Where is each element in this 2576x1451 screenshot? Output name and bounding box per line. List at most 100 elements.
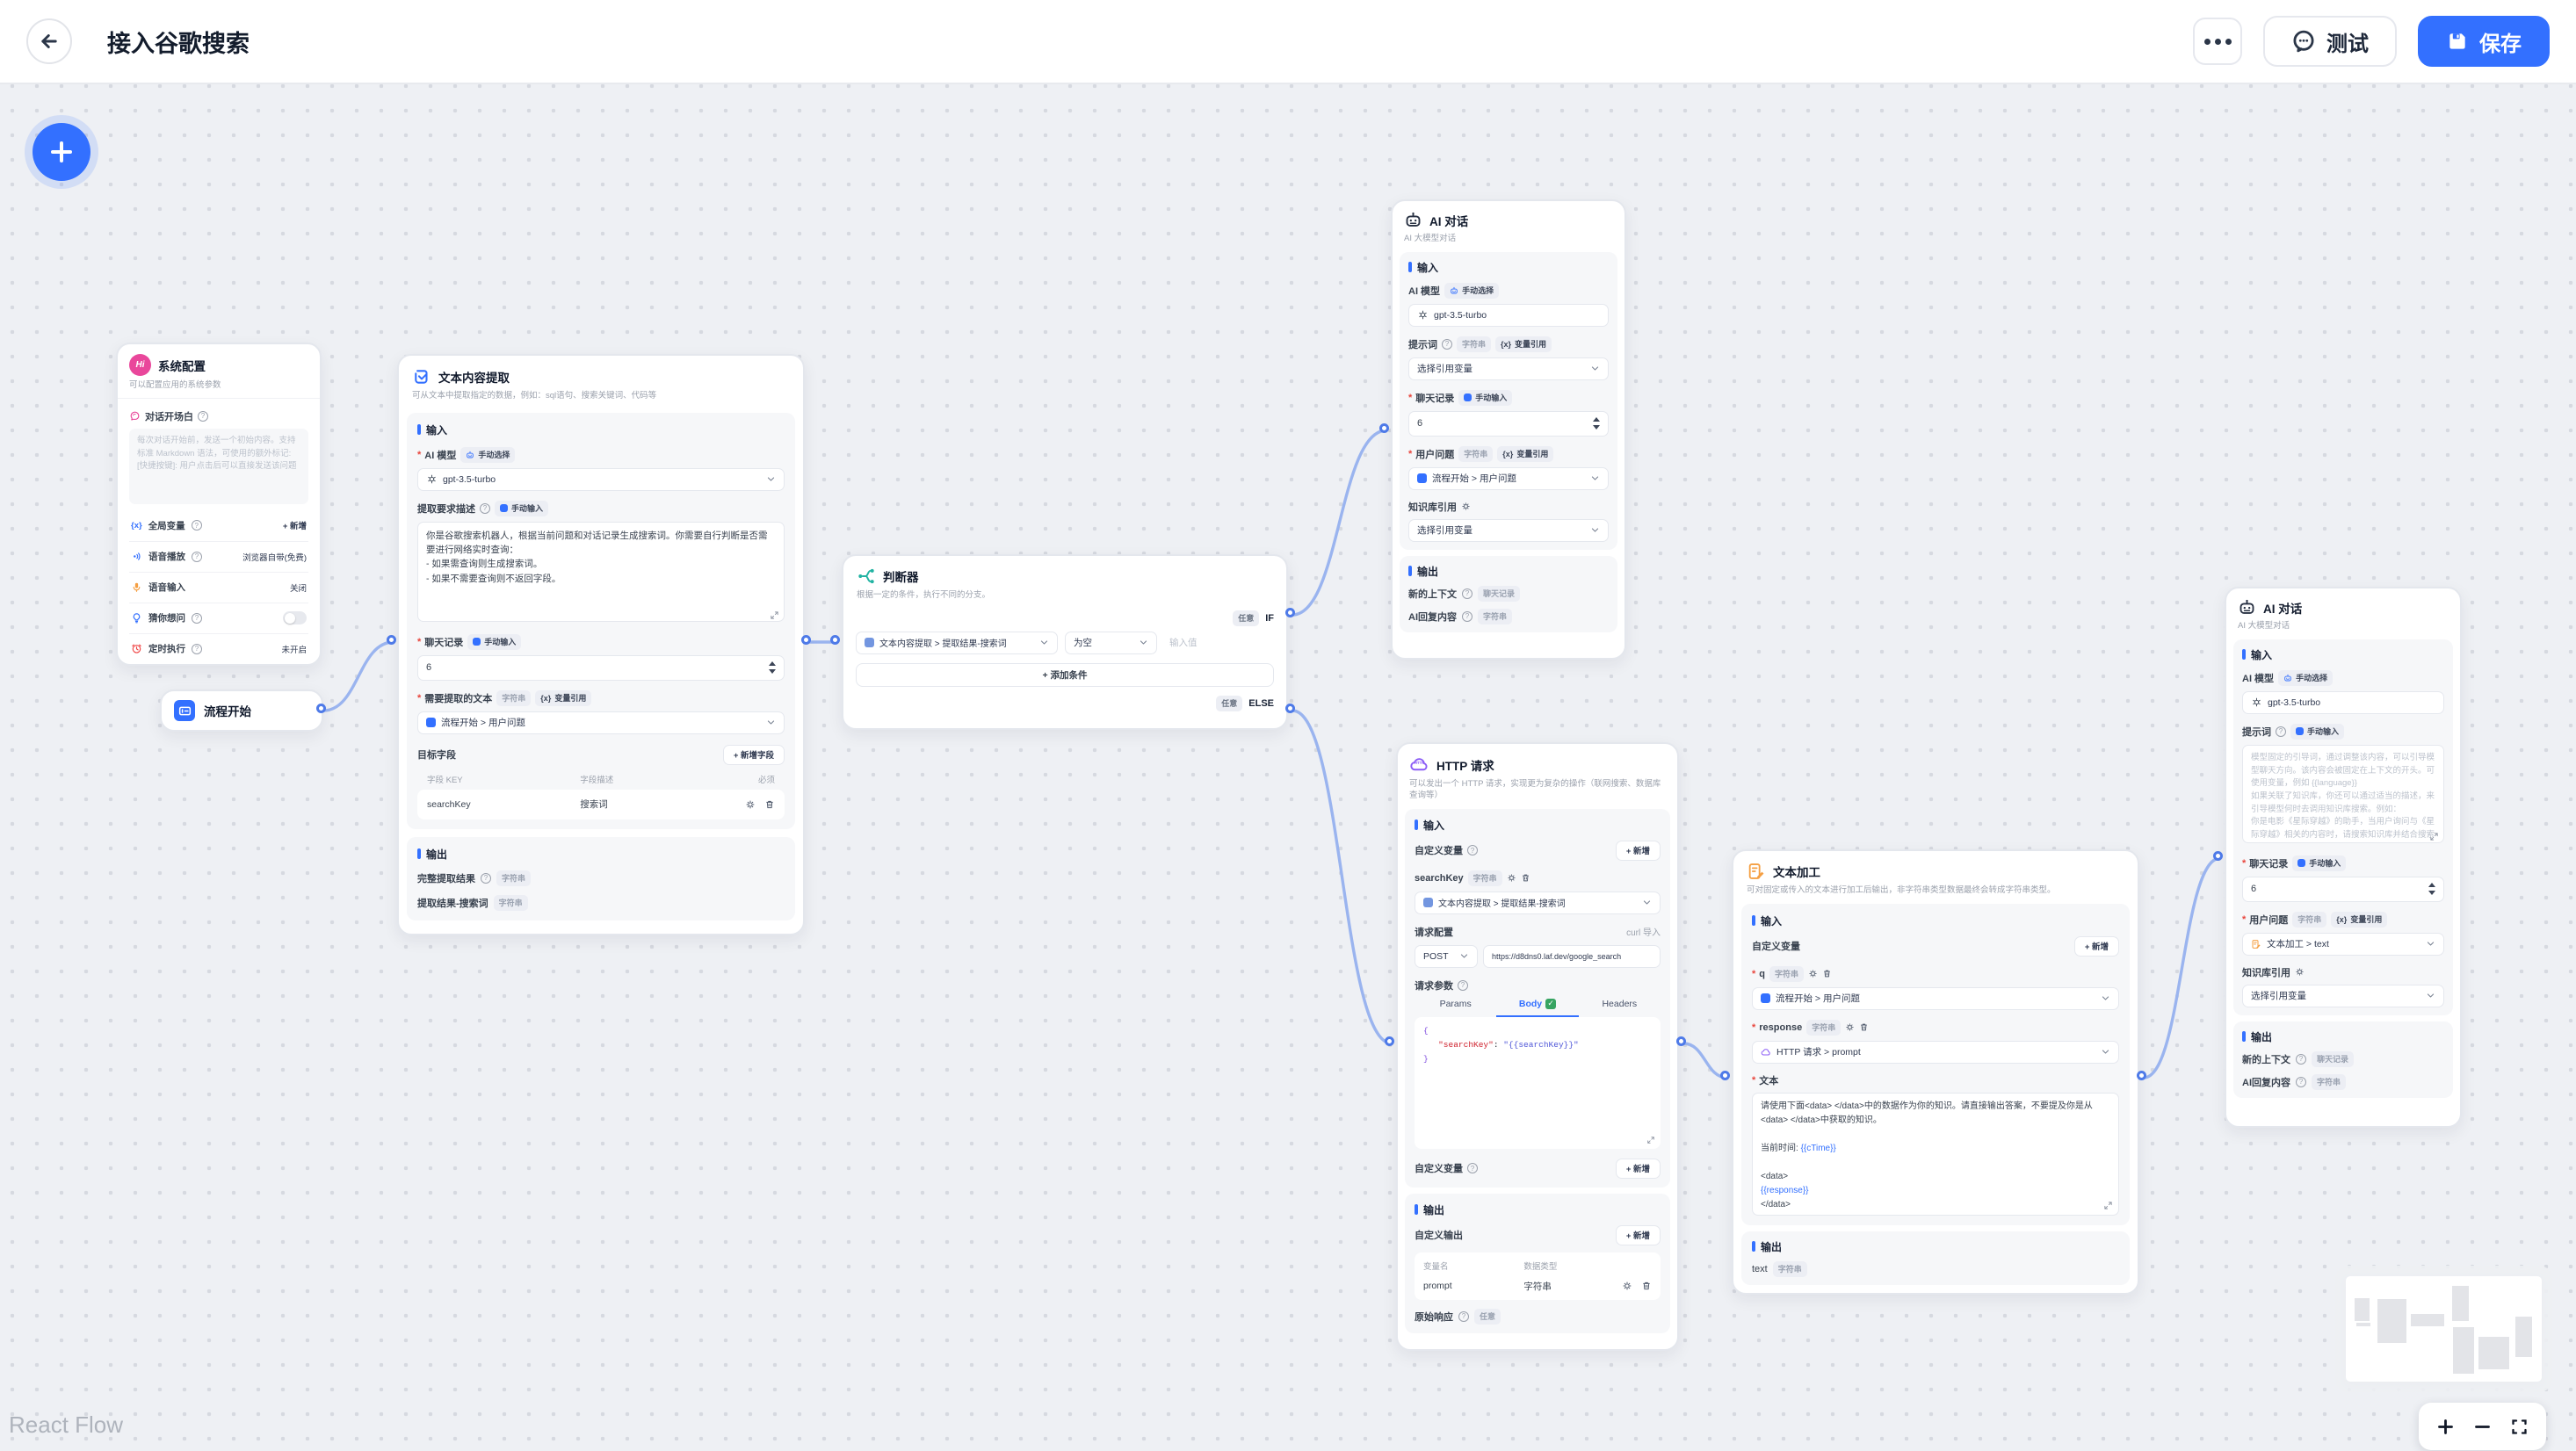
extract-desc-textarea[interactable]: 你是谷歌搜索机器人，根据当前问题和对话记录生成搜索词。你需要自行判断是否需要进行… [417,521,785,622]
number-stepper[interactable] [1593,417,1600,430]
add-output-button[interactable]: + 新增 [1615,1224,1661,1245]
expand-icon[interactable] [2429,832,2439,841]
method-select[interactable]: POST [1415,944,1478,968]
var-q-select[interactable]: 流程开始 > 用户问题 [1752,986,2119,1010]
handle-classifier-in[interactable] [830,635,840,645]
output-row[interactable]: prompt 字符串 [1423,1280,1652,1293]
zoom-in-button[interactable] [2436,1418,2455,1436]
output-settings-button[interactable] [1622,1281,1632,1291]
fit-view-button[interactable] [2510,1418,2529,1436]
step-down-icon[interactable] [2428,891,2435,896]
field-settings-button[interactable] [745,799,756,810]
add-var-button[interactable]: + 新增 [2073,935,2119,957]
handle-http-out[interactable] [1676,1036,1686,1046]
tab-params[interactable]: Params [1439,998,1472,1009]
help-icon[interactable]: ? [1467,1163,1478,1174]
condition-variable-select[interactable]: 文本内容提取 > 提取结果-搜索词 [856,631,1058,654]
node-system-config[interactable]: Hi 系统配置 可以配置应用的系统参数 对话开场白 ? {x} 全局变量 ? +… [116,343,322,666]
back-button[interactable] [26,18,72,64]
kb-settings-button[interactable] [1461,502,1471,511]
zoom-out-button[interactable] [2473,1418,2492,1436]
add-condition-button[interactable]: + 添加条件 [856,662,1274,687]
var-delete-button[interactable] [1521,873,1530,883]
kb-var-select[interactable]: 选择引用变量 [2242,984,2444,1007]
kb-var-select[interactable]: 选择引用变量 [1408,518,1609,542]
tts-value[interactable]: 浏览器自带(免费) [242,552,307,563]
prompt-textarea[interactable] [2242,744,2444,843]
handle-ai-top-in[interactable] [1379,423,1389,433]
guess-ask-toggle[interactable] [283,611,307,625]
more-options-button[interactable] [2193,18,2242,65]
step-up-icon[interactable] [769,661,776,667]
handle-flow-start-out[interactable] [316,704,326,713]
var-delete-button[interactable] [1822,969,1832,978]
handle-classifier-else-out[interactable] [1285,704,1295,713]
help-icon[interactable]: ? [191,520,202,531]
node-ai-chat-top[interactable]: AI 对话 AI 大模型对话 输入 AI 模型 手动选择 gpt-3.5-tur… [1391,199,1626,660]
handle-process-in[interactable] [1720,1071,1730,1080]
step-up-icon[interactable] [1593,417,1600,422]
model-select[interactable]: gpt-3.5-turbo [1408,303,1609,327]
save-button[interactable]: 保存 [2418,16,2550,67]
help-icon[interactable]: ? [2276,726,2286,737]
help-icon[interactable]: ? [2296,1053,2306,1065]
help-icon[interactable]: ? [1462,610,1473,622]
handle-http-in[interactable] [1385,1036,1394,1046]
chat-history-rounds-input[interactable]: 6 [417,654,785,681]
handle-ai-right-in[interactable] [2213,851,2223,861]
add-var-button[interactable]: + 新增 [1615,1158,1661,1179]
resize-icon[interactable] [1646,1136,1655,1144]
node-text-process[interactable]: 文本加工 可对固定或传入的文本进行加工后输出，非字符串类型数据最终会转成字符串类… [1732,849,2139,1295]
step-down-icon[interactable] [1593,425,1600,430]
help-icon[interactable]: ? [2296,1076,2306,1087]
chat-history-rounds-input[interactable]: 6 [2242,876,2444,902]
field-row[interactable]: searchKey 搜索词 [417,789,785,819]
chat-history-rounds-input[interactable]: 6 [1408,410,1609,437]
source-text-select[interactable]: 流程开始 > 用户问题 [417,711,785,734]
help-icon[interactable]: ? [192,612,202,624]
var-response-select[interactable]: HTTP 请求 > prompt [1752,1040,2119,1064]
text-template-editor[interactable]: 请使用下面<data> </data>中的数据作为你的知识。请直接输出答案，不要… [1752,1092,2119,1216]
var-value-select[interactable]: 文本内容提取 > 提取结果-搜索词 [1415,891,1661,914]
add-node-button[interactable] [33,123,90,181]
tab-headers[interactable]: Headers [1602,998,1638,1009]
kb-settings-button[interactable] [2295,967,2305,977]
help-icon[interactable]: ? [480,502,490,514]
model-select[interactable]: gpt-3.5-turbo [417,467,785,491]
body-code-editor[interactable]: { "searchKey": "{{searchKey}}" } [1415,1016,1661,1149]
expand-icon[interactable] [770,610,779,620]
minimap[interactable] [2346,1276,2542,1382]
node-flow-start[interactable]: 流程开始 [160,689,323,732]
var-settings-button[interactable] [1808,969,1818,978]
output-delete-button[interactable] [1641,1281,1652,1291]
add-var-button[interactable]: + 新增 [1615,840,1661,861]
number-stepper[interactable] [769,661,776,675]
condition-value-input[interactable]: 输入值 [1169,638,1198,649]
handle-extract-in[interactable] [387,635,396,645]
help-icon[interactable]: ? [1442,338,1452,350]
node-ai-chat-right[interactable]: AI 对话 AI 大模型对话 输入 AI 模型 手动选择 gpt-3.5-tur… [2225,587,2462,1128]
handle-extract-out[interactable] [801,635,811,645]
help-icon[interactable]: ? [1462,588,1473,599]
model-select[interactable]: gpt-3.5-turbo [2242,690,2444,714]
add-global-var-button[interactable]: + 新增 [282,522,307,532]
node-classifier[interactable]: 判断器 根据一定的条件，执行不同的分支。 任意 IF 文本内容提取 > 提取结果… [842,554,1288,730]
url-input[interactable]: https://d8dns0.laf.dev/google_search [1483,944,1661,968]
add-field-button[interactable]: + 新增字段 [722,744,785,765]
test-button[interactable]: 测试 [2263,16,2397,67]
field-delete-button[interactable] [764,799,775,810]
handle-classifier-if-out[interactable] [1285,608,1295,617]
help-icon[interactable]: ? [192,643,202,654]
help-icon[interactable]: ? [1458,979,1468,991]
voice-input-value[interactable]: 关闭 [289,583,307,594]
condition-operator-select[interactable]: 为空 [1065,631,1157,654]
node-text-extract[interactable]: 文本内容提取 可从文本中提取指定的数据，例如：sql语句、搜索关键词、代码等 输… [397,354,805,935]
expand-icon[interactable] [2103,1201,2113,1210]
opening-textarea[interactable] [129,428,308,504]
var-settings-button[interactable] [1845,1022,1855,1032]
step-up-icon[interactable] [2428,883,2435,888]
node-http-request[interactable]: HTTP HTTP 请求 可以发出一个 HTTP 请求，实现更为复杂的操作（联网… [1396,742,1679,1351]
help-icon[interactable]: ? [481,872,491,884]
number-stepper[interactable] [2428,883,2435,896]
